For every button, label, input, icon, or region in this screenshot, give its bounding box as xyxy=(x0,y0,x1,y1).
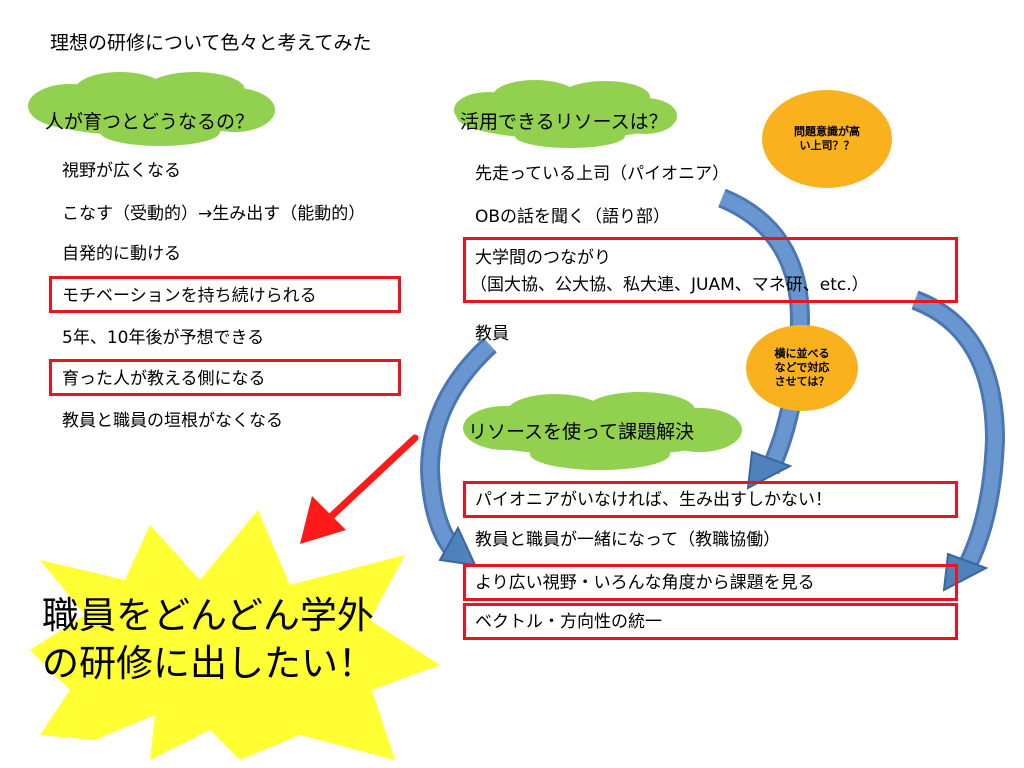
solution-heading: リソースを使って課題解決 xyxy=(468,421,695,443)
left-item-2: こなす（受動的）→生み出す（能動的） xyxy=(62,204,366,224)
left-item-3: 自発的に動ける xyxy=(62,244,181,264)
left-item-1: 視野が広くなる xyxy=(62,161,181,181)
burst-text-line-1: 職員をどんどん学外 xyxy=(42,594,374,637)
left-item-6: 育った人が教える側になる xyxy=(62,369,266,389)
burst-text-line-2: の研修に出したい！ xyxy=(42,642,375,685)
resource-item-4: 教員 xyxy=(475,324,509,344)
left-item-7: 教員と職員の垣根がなくなる xyxy=(62,411,283,431)
solution-item-3: より広い視野・いろんな角度から課題を見る xyxy=(475,573,815,593)
blue-arrow-university-to-vision xyxy=(911,290,1006,592)
resource-item-3: 大学間のつながり xyxy=(475,248,611,268)
solution-item-1-highlight xyxy=(463,481,958,518)
left-item-6-highlight xyxy=(49,359,401,396)
resource-item-3-highlight xyxy=(463,237,958,303)
solution-item-2: 教員と職員が一緒になって（教職協働） xyxy=(475,530,781,550)
resource-item-1: 先走っている上司（パイオニア） xyxy=(475,164,730,184)
left-item-5: 5年、10年後が予想できる xyxy=(62,328,265,348)
solution-item-1: パイオニアがいなければ、生み出すしかない！ xyxy=(475,490,832,510)
explosion-burst xyxy=(30,510,440,760)
red-arrow xyxy=(300,434,419,544)
resource-item-2: OBの話を聞く（語り部） xyxy=(475,207,671,227)
cloud-left xyxy=(28,72,275,146)
left-heading: 人が育つとどうなるの？ xyxy=(45,111,255,133)
solution-item-4: ベクトル・方向性の統一 xyxy=(475,612,662,632)
left-item-4-highlight xyxy=(49,276,401,313)
slide-title: 理想の研修について色々と考えてみた xyxy=(50,32,372,54)
cloud-middle xyxy=(463,392,742,470)
blue-arrow-teacher-to-cooperation xyxy=(419,337,497,567)
resource-item-3-detail: （国大協、公大協、私大連、JUAM、マネ研、etc.） xyxy=(470,275,869,295)
resources-heading: 活用できるリソースは？ xyxy=(460,111,668,133)
blue-arrow-ob-to-pioneer xyxy=(717,188,811,490)
solution-item-3-highlight xyxy=(463,564,958,601)
badge-middle: 横に並べる などで対応 させては？ xyxy=(746,325,858,411)
solution-item-4-highlight xyxy=(463,603,958,640)
badge-top: 問題意識が高 い上司？？ xyxy=(762,90,892,188)
cloud-right xyxy=(454,80,677,148)
left-item-4: モチベーションを持ち続けられる xyxy=(62,286,317,306)
